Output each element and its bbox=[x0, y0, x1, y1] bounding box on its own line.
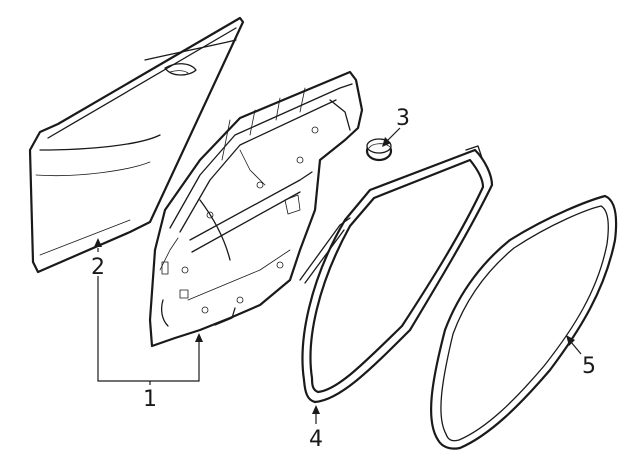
leader-line-1 bbox=[97, 276, 203, 385]
grommet-plug[interactable] bbox=[365, 138, 393, 162]
leader-line-4 bbox=[312, 405, 320, 424]
leader-line-5 bbox=[566, 335, 582, 355]
callout-label-3: 3 bbox=[396, 106, 410, 131]
leader-line-2 bbox=[94, 238, 102, 252]
door-inner-frame[interactable] bbox=[148, 70, 364, 348]
body-side-weatherstrip[interactable] bbox=[429, 194, 618, 450]
door-weatherstrip[interactable] bbox=[299, 145, 494, 404]
callout-label-2: 2 bbox=[91, 255, 105, 280]
callout-label-1: 1 bbox=[143, 387, 157, 412]
leader-line-3 bbox=[382, 127, 401, 147]
callout-label-5: 5 bbox=[582, 354, 596, 379]
callout-label-4: 4 bbox=[309, 427, 323, 452]
door-outer-panel[interactable] bbox=[28, 16, 245, 274]
